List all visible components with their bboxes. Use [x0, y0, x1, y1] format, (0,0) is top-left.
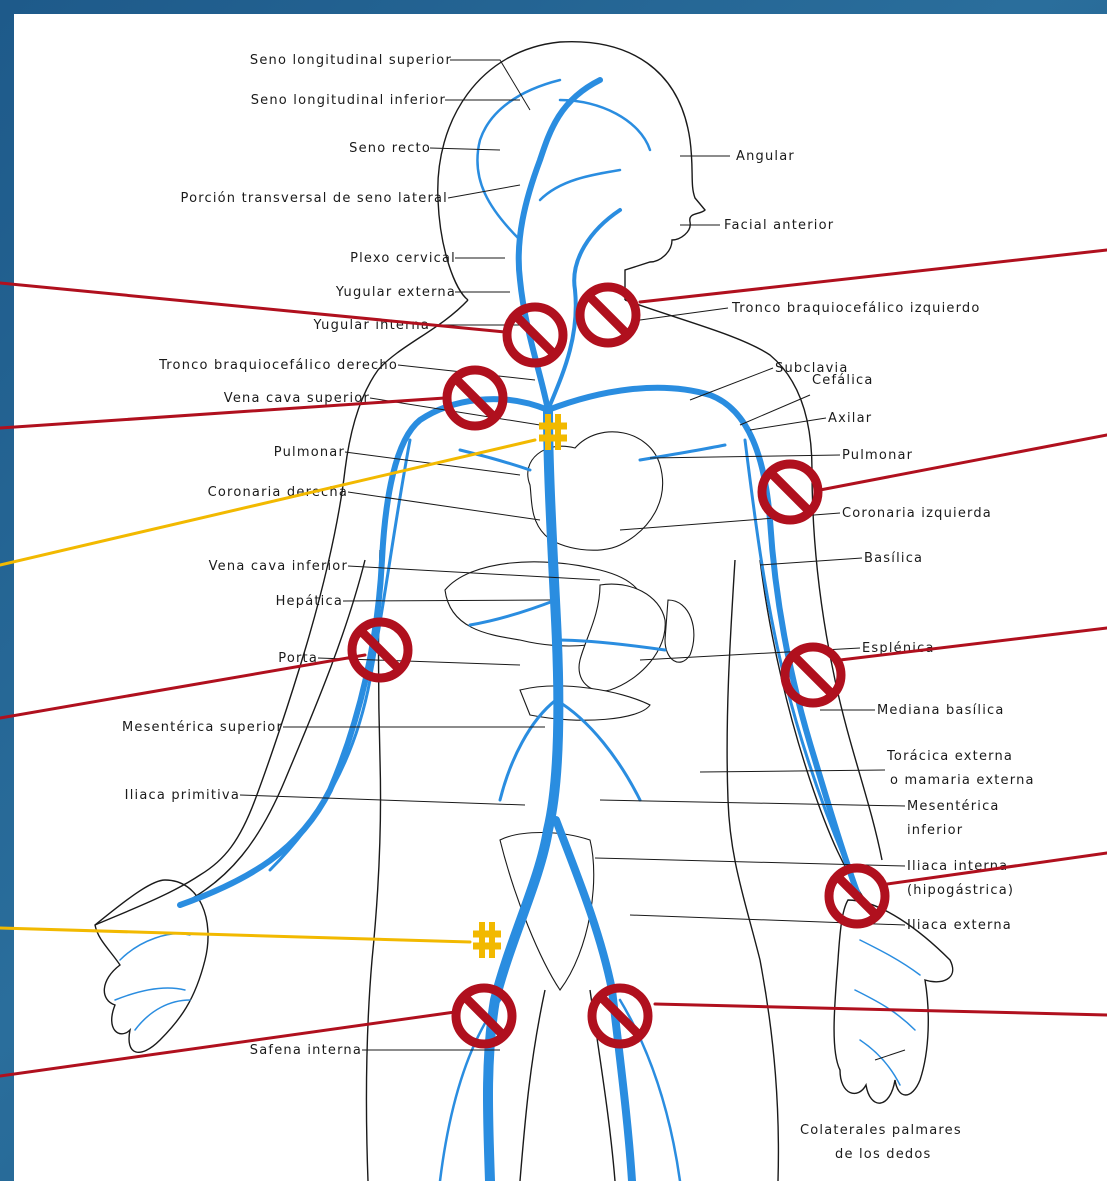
label-toracica-externa: Torácica externa [886, 749, 1013, 764]
label-cefalica: Cefálica [812, 373, 874, 388]
label-pulmonar-left: Pulmonar [274, 445, 345, 460]
label-mesenterica-superior: Mesentérica superior [122, 720, 283, 735]
label-porcion-transversal: Porción transversal de seno lateral [181, 191, 449, 206]
label-hepatica: Hepática [276, 594, 343, 609]
label-yugular-externa: Yugular externa [335, 285, 456, 300]
label-mamaria-externa: o mamaria externa [890, 773, 1035, 788]
label-seno-recto: Seno recto [349, 141, 431, 156]
label-tronco-braquiocefalico-derecho: Tronco braquiocefálico derecho [158, 358, 398, 373]
label-axilar: Axilar [828, 411, 872, 426]
label-iliaca-externa: Iliaca externa [907, 918, 1012, 933]
label-seno-longitudinal-superior: Seno longitudinal superior [250, 53, 452, 68]
label-hipogastrica: (hipogástrica) [907, 883, 1014, 898]
label-iliaca-primitiva: Iliaca primitiva [125, 788, 240, 803]
label-angular: Angular [736, 149, 795, 164]
label-seno-longitudinal-inferior: Seno longitudinal inferior [251, 93, 446, 108]
label-basilica: Basílica [864, 551, 923, 566]
label-de-los-dedos: de los dedos [835, 1147, 931, 1162]
label-coronaria-izquierda: Coronaria izquierda [842, 506, 992, 521]
label-tronco-braquiocefalico-izquierdo: Tronco braquiocefálico izquierdo [731, 301, 981, 316]
label-iliaca-interna: Iliaca interna [907, 859, 1008, 874]
label-safena-interna: Safena interna [250, 1043, 362, 1058]
label-pulmonar-right: Pulmonar [842, 448, 913, 463]
label-colaterales-palmares: Colaterales palmares [800, 1123, 962, 1138]
label-plexo-cervical: Plexo cervical [350, 251, 456, 266]
label-facial-anterior: Facial anterior [724, 218, 834, 233]
label-mesenterica-inferior-2: inferior [907, 823, 963, 838]
label-vena-cava-inferior: Vena cava inferior [209, 559, 348, 574]
label-mesenterica-inferior-1: Mesentérica [907, 799, 1000, 814]
label-mediana-basilica: Mediana basílica [877, 703, 1005, 718]
